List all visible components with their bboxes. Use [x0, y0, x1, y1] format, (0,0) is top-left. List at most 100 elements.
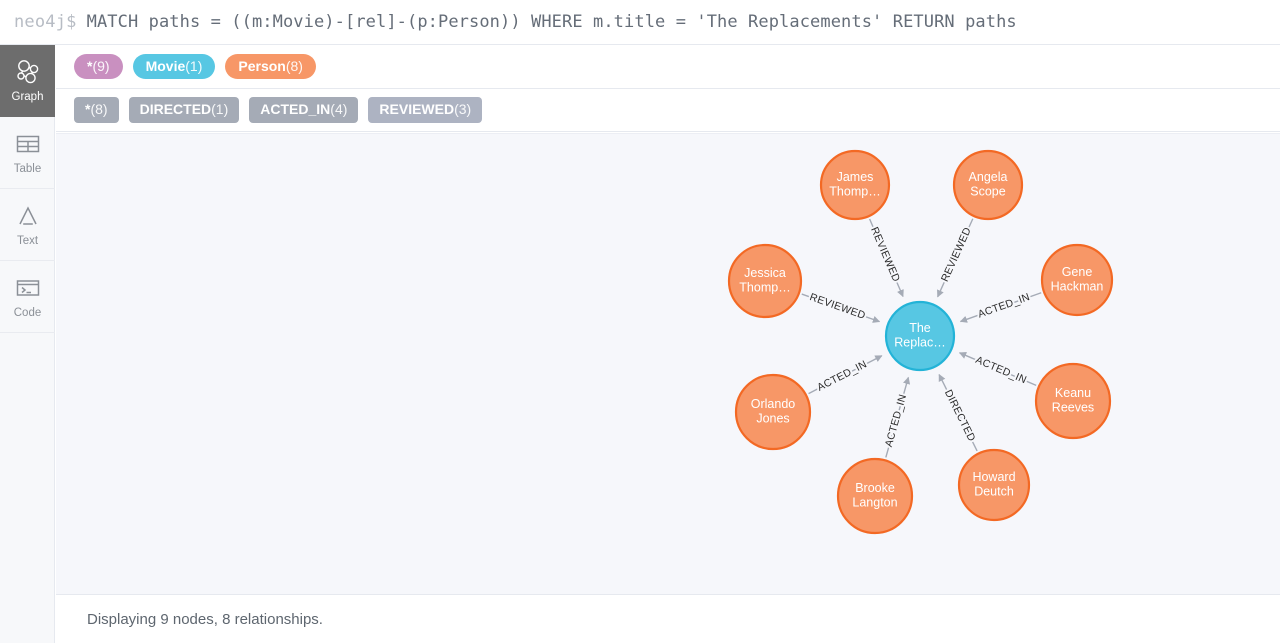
- pill-count: (1): [185, 57, 203, 74]
- pill-count: (1): [211, 101, 229, 118]
- graph-node-person[interactable]: JamesThomp…: [819, 149, 891, 221]
- node-circle: [727, 243, 803, 319]
- sidebar-item-code[interactable]: Code: [0, 261, 55, 333]
- relationship-label: REVIEWED: [939, 225, 974, 283]
- node-label-pill-person[interactable]: Person(8): [225, 53, 316, 80]
- node-caption-line: Scope: [970, 185, 1005, 199]
- node-caption-line: Brooke: [855, 481, 895, 495]
- rel-type-pill-acted-in[interactable]: ACTED_IN(4): [249, 97, 359, 123]
- relationship-label: REVIEWED: [808, 291, 867, 322]
- relationship-edge: [937, 218, 974, 298]
- node-circle: [836, 457, 914, 535]
- query-bar[interactable]: neo4j$ MATCH paths = ((m:Movie)-[rel]-(p…: [0, 0, 1280, 45]
- node-circle: [952, 149, 1024, 221]
- pill-name: Movie: [145, 57, 186, 74]
- relationship-label: REVIEWED: [868, 225, 902, 283]
- node-caption-line: Thomp…: [739, 281, 790, 295]
- sidebar-item-text-label: Text: [16, 235, 39, 248]
- node-circle: [884, 300, 956, 372]
- relationship-edge: [868, 218, 904, 298]
- node-label-pill-movie[interactable]: Movie(1): [132, 53, 216, 80]
- graph-node-person[interactable]: JessicaThomp…: [727, 243, 803, 319]
- node-caption-line: Orlando: [751, 397, 796, 411]
- pill-count: (9): [92, 57, 110, 74]
- node-circle: [1040, 243, 1114, 317]
- view-mode-sidebar: Graph Table Text: [0, 45, 55, 643]
- node-caption-line: Angela: [969, 170, 1008, 184]
- pill-name: ACTED_IN: [260, 101, 331, 118]
- pill-name: REVIEWED: [379, 101, 455, 118]
- pill-count: (3): [454, 101, 472, 118]
- relationship-label: DIRECTED: [942, 388, 978, 444]
- node-caption-line: James: [837, 170, 874, 184]
- relationship-edge: [885, 376, 911, 458]
- pill-count: (4): [330, 101, 348, 118]
- rel-type-pill-all[interactable]: *(8): [74, 97, 119, 123]
- node-caption-line: Replac…: [894, 336, 945, 350]
- relationship-edge: [959, 292, 1042, 323]
- graph-icon: [13, 57, 43, 87]
- pill-count: (8): [285, 57, 303, 74]
- relationship-edge: [958, 352, 1037, 387]
- sidebar-item-code-label: Code: [13, 307, 42, 320]
- relationship-edge: [801, 293, 881, 323]
- query-text: MATCH paths = ((m:Movie)-[rel]-(p:Person…: [86, 12, 1017, 32]
- relationship-label: ACTED_IN: [883, 393, 909, 449]
- relationship-type-legend: *(8) DIRECTED(1) ACTED_IN(4) REVIEWED(3): [56, 89, 1280, 132]
- relationship-label: ACTED_IN: [815, 358, 869, 394]
- sidebar-item-table[interactable]: Table: [0, 117, 55, 189]
- node-caption-line: Langton: [852, 496, 897, 510]
- node-caption-line: Keanu: [1055, 386, 1091, 400]
- code-icon: [13, 273, 43, 303]
- node-layer: JamesThomp…AngelaScopeGeneHackmanKeanuRe…: [727, 149, 1114, 535]
- node-circle: [957, 448, 1031, 522]
- node-caption-line: Jessica: [744, 266, 786, 280]
- pill-name: Person: [238, 57, 286, 74]
- node-caption-line: Hackman: [1051, 280, 1104, 294]
- relationship-edge: [808, 355, 883, 395]
- node-circle: [734, 373, 812, 451]
- node-caption-line: Reeves: [1052, 401, 1094, 415]
- sidebar-item-text[interactable]: Text: [0, 189, 55, 261]
- status-bar: Displaying 9 nodes, 8 relationships.: [56, 594, 1280, 643]
- graph-node-movie[interactable]: TheReplac…: [884, 300, 956, 372]
- table-icon: [13, 129, 43, 159]
- node-label-pill-all[interactable]: *(9): [74, 53, 123, 80]
- node-caption-line: Jones: [756, 412, 789, 426]
- sidebar-item-table-label: Table: [13, 163, 42, 176]
- pill-name: *: [85, 101, 91, 118]
- rel-type-pill-directed[interactable]: DIRECTED(1): [128, 97, 240, 123]
- node-circle: [1034, 362, 1112, 440]
- relationship-edge: [938, 373, 978, 452]
- sidebar-item-graph[interactable]: Graph: [0, 45, 55, 117]
- node-caption-line: Gene: [1062, 265, 1093, 279]
- pill-count: (8): [90, 101, 108, 118]
- node-label-legend: *(9) Movie(1) Person(8): [56, 45, 1280, 89]
- node-caption-line: The: [909, 321, 931, 335]
- query-prompt: neo4j$: [14, 12, 77, 32]
- pill-name: DIRECTED: [139, 101, 212, 118]
- relationship-label: ACTED_IN: [976, 291, 1031, 321]
- node-caption-line: Thomp…: [829, 185, 880, 199]
- node-circle: [819, 149, 891, 221]
- status-text: Displaying 9 nodes, 8 relationships.: [87, 610, 323, 628]
- rel-type-pill-reviewed[interactable]: REVIEWED(3): [368, 97, 483, 123]
- node-caption-line: Howard: [972, 470, 1015, 484]
